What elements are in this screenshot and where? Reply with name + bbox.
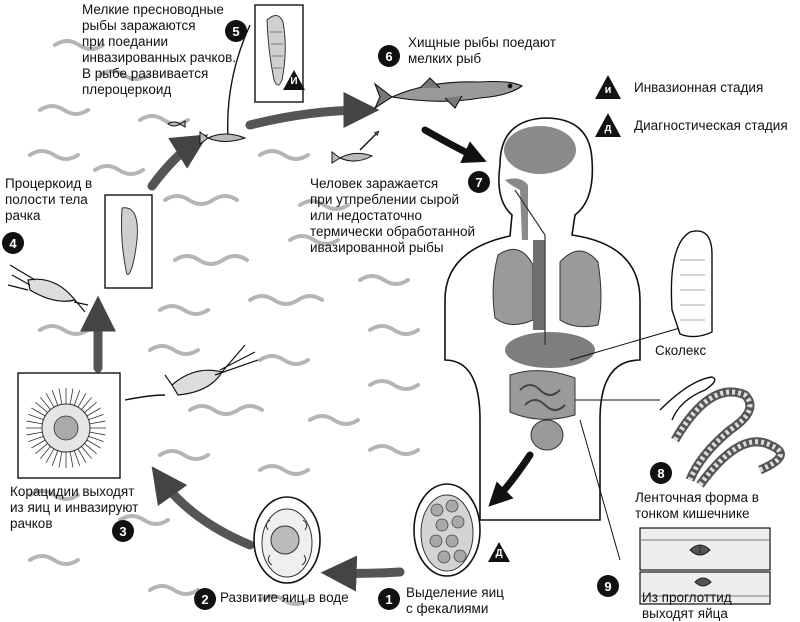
cilium [31,439,46,449]
cilium [84,401,97,413]
cilium [26,431,43,436]
copepod-left [7,264,89,313]
egg-developing [253,496,321,584]
scolex-illustration [670,230,713,338]
step-1-label: Выделение яиц с фекалиями [406,585,504,616]
cilium [51,390,59,406]
leader-4 [124,394,166,401]
cilium [26,420,43,425]
proglottid-illustration [639,527,771,605]
cilium [81,397,93,410]
step-7-label: Человек заражается при утпреблении сырой… [310,176,476,255]
cilium [35,401,48,413]
procercoid-illustration [104,194,153,289]
step-5-badge: 5 [225,20,247,42]
step-8-label: Ленточная форма в тонком кишечнике [635,490,759,521]
cilium [86,439,101,449]
cilium [28,413,44,421]
cilium [89,420,106,425]
cilium [69,451,74,468]
cilium [35,443,48,455]
cilium [45,393,55,408]
legend-invasive-label: Инвазионная стадия [634,80,764,95]
cilium [58,388,63,405]
step-3-badge: 3 [112,520,134,542]
copepod-right [164,344,259,396]
step-8-badge: 8 [650,462,672,484]
cilium [39,446,51,459]
cilium [28,435,44,443]
cilium [69,388,74,405]
cilium [77,393,87,408]
pike-fish [373,77,524,110]
cilium [45,448,55,463]
egg-diagnostic-mark: Д [488,542,510,562]
cilium [31,407,46,417]
cilium [84,443,97,455]
esophagus-line [514,189,546,345]
strobila-illustration [659,376,785,488]
arrow-8-to-1 [488,451,534,507]
cilium [81,446,93,459]
step-6-label: Хищные рыбы поедают мелких рыб [408,35,556,66]
cilium [88,413,104,421]
step-2-label: Развитие яиц в воде [220,590,349,605]
legend-diagnostic-label: Диагностическая стадия [634,118,788,133]
cilium [51,450,59,466]
leader-proglottid [579,419,621,561]
egg-in-feces [413,483,481,577]
step-4-badge: 4 [2,232,24,254]
human-figure [444,117,641,521]
arrow-1-to-2 [320,555,405,592]
step-6-badge: 6 [378,45,400,67]
cilium [73,390,81,406]
cyst-invasive-mark: И [283,70,305,90]
leader-scolex [569,324,691,361]
legend-diagnostic-icon: д [595,113,621,137]
arrow-2-to-3 [151,466,255,550]
arrow-6-to-7 [421,126,487,164]
cilium [86,407,101,417]
cilium [88,435,104,443]
scolex-label: Сколекс [655,343,707,358]
step-2-badge: 2 [194,588,216,610]
coracidium-illustration [17,372,121,479]
step-7-badge: 7 [468,171,490,193]
step-5-label: Мелкие пресноводные рыбы заражаются при … [82,2,237,97]
cilium [77,448,87,463]
small-fish [167,120,374,164]
cilium [39,397,51,410]
human-organs [492,126,602,451]
water-waves [28,39,420,606]
arrow-4-to-5 [147,134,209,191]
step-1-badge: 1 [378,588,400,610]
step-9-label: Из проглоттид выходят яйца [642,590,732,621]
cycle-arrows [80,92,405,592]
step-4-label: Процеркоид в полости тела рачка [5,176,93,223]
step-3-label: Корацидии выходят из яиц и инвазируют ра… [10,484,139,531]
step-9-badge: 9 [597,575,619,597]
cilium [58,451,63,468]
legend-invasive-icon: и [595,75,621,99]
arrow-5-to-6 [245,92,380,130]
cilium [89,431,106,436]
cilium [73,450,81,466]
